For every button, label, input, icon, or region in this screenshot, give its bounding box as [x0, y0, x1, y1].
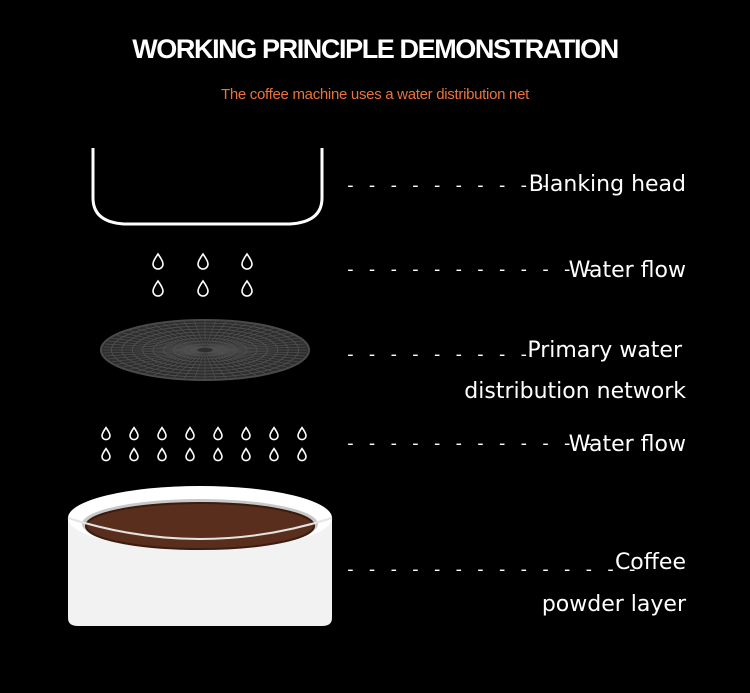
label-water-flow-upper: Water flow — [568, 258, 686, 283]
coffee-cup-icon — [67, 486, 333, 626]
water-droplet-icon — [241, 447, 251, 462]
water-droplet-icon — [185, 447, 195, 462]
blanking-head-icon — [91, 148, 324, 226]
leader-coffee-powder: - - - - - - - - - - - - - - — [345, 559, 638, 580]
page-title: WORKING PRINCIPLE DEMONSTRATION — [132, 34, 619, 64]
water-droplet-icon — [241, 252, 253, 270]
label-water-flow-lower: Water flow — [568, 432, 686, 457]
water-droplet-icon — [152, 252, 164, 270]
water-droplet-icon — [241, 279, 253, 297]
label-blanking-head: Blanking head — [528, 172, 686, 197]
water-droplet-icon — [241, 426, 251, 441]
water-droplet-icon — [185, 426, 195, 441]
water-droplet-icon — [297, 426, 307, 441]
water-droplet-icon — [129, 447, 139, 462]
page-subtitle: The coffee machine uses a water distribu… — [220, 86, 529, 103]
water-droplet-icon — [157, 426, 167, 441]
water-droplet-icon — [213, 426, 223, 441]
water-droplet-icon — [152, 279, 164, 297]
label-coffee-powder-line2: powder layer — [541, 592, 686, 617]
label-primary-network-line1: Primary water — [527, 338, 682, 363]
leader-water-flow-lower: - - - - - - - - - - - - — [345, 433, 595, 454]
water-droplet-icon — [101, 447, 111, 462]
water-droplet-icon — [197, 252, 209, 270]
distribution-mesh-icon — [100, 319, 310, 381]
water-droplet-icon — [269, 426, 279, 441]
water-droplet-icon — [197, 279, 209, 297]
label-coffee-powder-line1: Coffee — [614, 550, 686, 575]
water-droplet-icon — [157, 447, 167, 462]
water-droplet-icon — [269, 447, 279, 462]
leader-primary-network: - - - - - - - - - — [345, 344, 530, 365]
water-flow-droplets-upper — [152, 252, 253, 297]
label-primary-network-line2: distribution network — [464, 379, 686, 404]
water-droplet-icon — [297, 447, 307, 462]
water-droplet-icon — [101, 426, 111, 441]
water-flow-droplets-lower — [101, 426, 307, 462]
leader-water-flow-upper: - - - - - - - - - - - - — [345, 259, 595, 280]
leader-blanking-head: - - - - - - - - - - — [345, 175, 551, 196]
water-droplet-icon — [129, 426, 139, 441]
water-droplet-icon — [213, 447, 223, 462]
